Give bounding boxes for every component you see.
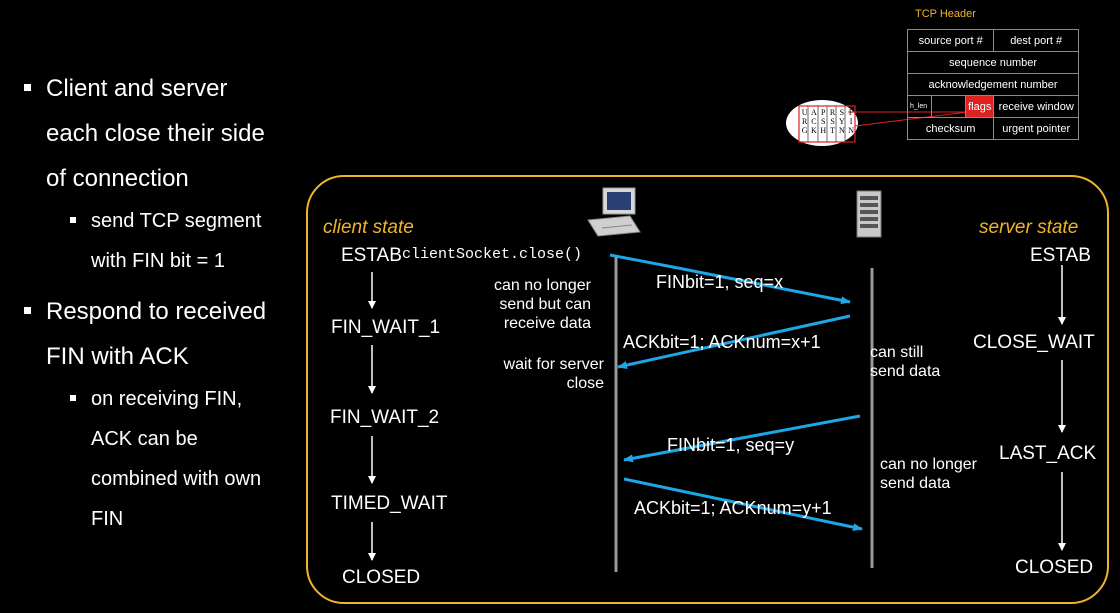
receive-window-field: receive window (993, 95, 1079, 118)
client-state-fin-wait-2: FIN_WAIT_2 (330, 407, 440, 428)
note-line: can no longer (494, 277, 591, 294)
bullet-text: send TCP segment (91, 210, 262, 232)
bullet-text: with FIN bit = 1 (91, 250, 225, 272)
note-line: send data (870, 363, 941, 380)
bullet-main-2: Respond to received FIN with ACK (22, 289, 312, 379)
message-ack-x: ACKbit=1; ACKnum=x+1 (623, 332, 821, 352)
client-state-closed: CLOSED (342, 567, 421, 588)
note-line: send data (880, 475, 951, 492)
client-state-estab: ESTAB (341, 245, 402, 266)
bullet-text: FIN with ACK (46, 343, 189, 370)
client-state-heading: client state (323, 217, 414, 238)
bullet-sub-1: send TCP segment with FIN bit = 1 (22, 201, 312, 281)
reserved-field (930, 95, 967, 118)
message-ack-y: ACKbit=1; ACKnum=y+1 (634, 498, 832, 518)
bullet-text: ACK can be (91, 428, 198, 450)
urgent-pointer-field: urgent pointer (993, 117, 1079, 140)
bullet-text: FIN (91, 508, 124, 530)
message-arrow-fin-y (623, 414, 861, 463)
flag-bit-label: U R G (801, 108, 808, 135)
message-arrow-ack-y (623, 477, 863, 532)
dest-port-field: dest port # (993, 29, 1079, 52)
bullet-marker (70, 217, 76, 223)
flag-bit-label: S Y N (838, 108, 845, 135)
tcp-header-title: TCP Header (915, 8, 976, 20)
server-state-heading: server state (979, 217, 1079, 238)
note-line: receive data (503, 315, 591, 332)
note-line: can still (870, 344, 924, 361)
client-state-fin-wait-1: FIN_WAIT_1 (331, 317, 441, 338)
server-state-closed: CLOSED (1015, 557, 1094, 578)
bullet-text: Respond to received (46, 298, 267, 325)
client-state-timed-wait: TIMED_WAIT (331, 493, 448, 514)
diagram-panel (306, 175, 1109, 604)
flag-bits-callout (786, 100, 969, 146)
message-fin-y: FINbit=1, seq=y (667, 435, 795, 455)
tcp-header-table: source port # dest port # sequence numbe… (906, 29, 1079, 140)
flag-bit-label: F I N (848, 108, 855, 135)
server-icon (856, 190, 882, 238)
server-state-close-wait: CLOSE_WAIT (973, 332, 1095, 353)
flag-bit-label: R S T (829, 108, 836, 135)
close-call-arrow (609, 253, 679, 270)
bullet-list: Client and server each close their side … (22, 66, 312, 539)
bullet-marker (24, 307, 31, 314)
bullet-main-1: Client and server each close their side … (22, 66, 312, 201)
hlen-field: h_len (907, 95, 932, 118)
bullet-marker (24, 84, 31, 91)
flag-bit-label: A C K (811, 108, 817, 135)
client-note-no-send: can no longer send but can receive data (470, 276, 591, 333)
message-arrow-fin-x (677, 266, 851, 305)
note-line: send but can (499, 296, 591, 313)
note-line: can no longer (880, 456, 977, 473)
bullet-text: Client and server (46, 75, 228, 102)
message-arrow-ack-x (617, 314, 851, 369)
sequence-field: sequence number (907, 51, 1079, 74)
close-call-label: clientSocket.close() (402, 246, 583, 263)
bullet-text: of connection (46, 165, 189, 192)
bullet-text: combined with own (91, 468, 262, 490)
server-note-still-send: can still send data (870, 343, 940, 381)
bullet-sub-2: on receiving FIN, ACK can be combined wi… (22, 379, 312, 539)
message-fin-x: FINbit=1, seq=x (656, 272, 784, 292)
ack-field: acknowledgement number (907, 73, 1079, 96)
bullet-marker (70, 395, 76, 401)
computer-icon (587, 187, 641, 237)
flags-field: flags (965, 95, 995, 118)
note-line: close (566, 375, 604, 392)
note-line: wait for server (503, 356, 604, 373)
server-note-no-send: can no longer send data (880, 455, 977, 493)
client-note-wait: wait for server close (478, 355, 604, 393)
bullet-text: each close their side (46, 120, 265, 147)
checksum-field: checksum (906, 117, 995, 140)
source-port-field: source port # (906, 29, 995, 52)
bullet-text: on receiving FIN, (91, 388, 243, 410)
flag-bit-label: P S H (820, 108, 827, 135)
server-state-last-ack: LAST_ACK (999, 443, 1097, 464)
server-state-estab: ESTAB (1030, 245, 1091, 266)
